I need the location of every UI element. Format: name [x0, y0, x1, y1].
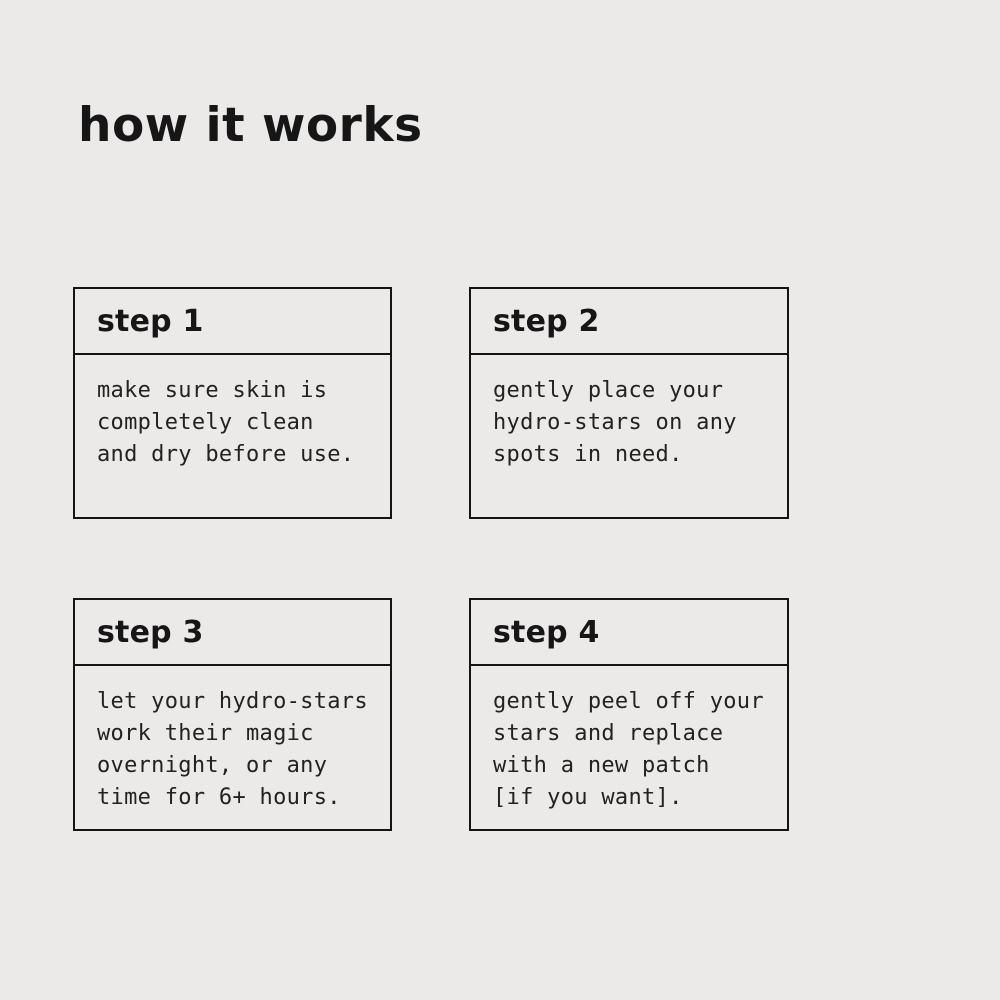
step-4-description: gently peel off your stars and replace w… — [493, 689, 764, 810]
page-title: how it works — [78, 98, 423, 153]
step-card-1: step 1 make sure skin is completely clea… — [73, 287, 392, 519]
step-card-2-header: step 2 — [471, 289, 787, 355]
step-2-label: step 2 — [493, 303, 600, 339]
step-3-label: step 3 — [97, 614, 204, 650]
step-card-2: step 2 gently place your hydro-stars on … — [469, 287, 789, 519]
step-card-1-header: step 1 — [75, 289, 390, 355]
step-card-3: step 3 let your hydro-stars work their m… — [73, 598, 392, 831]
step-4-label: step 4 — [493, 614, 600, 650]
step-card-3-header: step 3 — [75, 600, 390, 666]
step-2-description: gently place your hydro-stars on any spo… — [493, 378, 737, 467]
step-card-4-header: step 4 — [471, 600, 787, 666]
step-1-label: step 1 — [97, 303, 204, 339]
step-card-4: step 4 gently peel off your stars and re… — [469, 598, 789, 831]
step-3-description: let your hydro-stars work their magic ov… — [97, 689, 368, 810]
step-1-description: make sure skin is completely clean and d… — [97, 378, 355, 467]
